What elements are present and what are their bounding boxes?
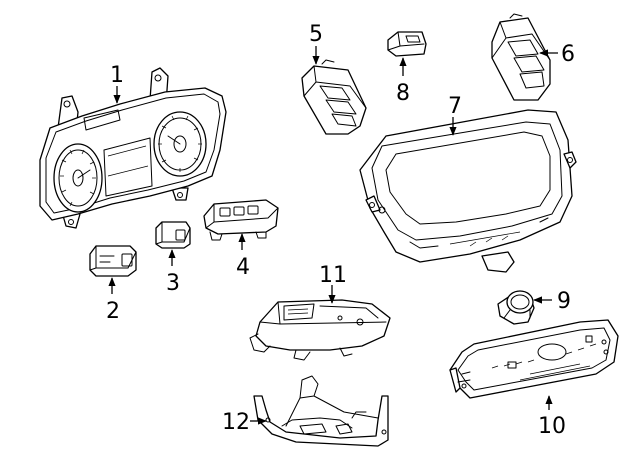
part-2-switch [89, 245, 137, 277]
part-1-instrument-cluster [39, 67, 227, 229]
callout-8: 8 [396, 81, 410, 106]
callout-leaders [108, 46, 558, 425]
callout-6: 6 [561, 42, 575, 67]
callout-1: 1 [110, 63, 124, 88]
callout-12: 12 [222, 410, 250, 435]
callout-5: 5 [309, 22, 323, 47]
callout-11: 11 [319, 263, 347, 288]
callout-7: 7 [448, 94, 462, 119]
part-6-switch-module [491, 13, 551, 101]
part-11-control-module [249, 299, 391, 361]
callout-3: 3 [166, 271, 180, 296]
part-10-control-panel [449, 319, 619, 399]
callout-2: 2 [106, 299, 120, 324]
part-12-bracket [253, 375, 389, 447]
callout-9: 9 [557, 289, 571, 314]
part-4-switch-panel [203, 199, 279, 241]
callout-labels: 1 2 3 4 5 6 7 8 9 10 11 12 [106, 22, 575, 439]
callout-10: 10 [538, 414, 566, 439]
part-5-switch-module [301, 59, 367, 135]
part-3-switch [155, 221, 191, 249]
part-8-switch [387, 31, 427, 57]
part-7-display-screen [359, 109, 577, 273]
callout-4: 4 [236, 255, 250, 280]
part-9-knob [497, 290, 535, 325]
